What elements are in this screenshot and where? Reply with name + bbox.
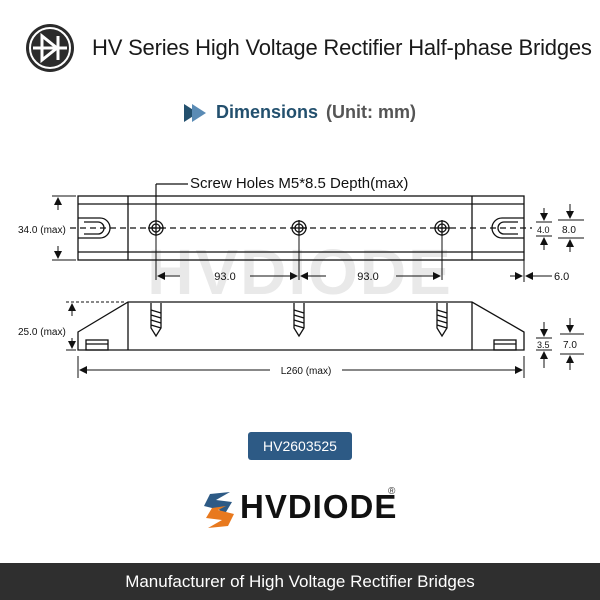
model-badge: HV2603525 <box>248 432 352 460</box>
height-side-label: 25.0 (max) <box>18 327 66 338</box>
dimension-drawing: HVDIODE <box>0 160 600 390</box>
footer-banner: Manufacturer of High Voltage Rectifier B… <box>0 563 600 600</box>
diode-symbol-icon <box>26 24 74 72</box>
height-top-label: 34.0 (max) <box>18 225 66 236</box>
watermark-text: HVDIODE <box>147 236 453 308</box>
dimensions-title: Dimensions <box>215 102 319 122</box>
thread-1 <box>150 303 162 338</box>
brand-logo: HVDIODE ® <box>200 486 400 536</box>
dim-base <box>536 318 584 370</box>
length-label: L260 (max) <box>281 366 332 377</box>
registered-mark: ® <box>388 486 396 497</box>
page-title: HV Series High Voltage Rectifier Half-ph… <box>92 35 592 60</box>
dimensions-unit: (Unit: mm) <box>326 102 416 122</box>
brand-name: HVDIODE <box>240 488 398 525</box>
dim-height-side <box>66 301 126 351</box>
dim-length <box>77 356 525 378</box>
screw-holes-callout: Screw Holes M5*8.5 Depth(max) <box>190 175 408 192</box>
dim-height-top <box>52 195 76 261</box>
side-view <box>77 301 525 351</box>
dim-end-offset <box>510 260 552 282</box>
end-offset-label: 6.0 <box>554 271 569 283</box>
top-view <box>70 195 532 261</box>
spacing-2-label: 93.0 <box>357 271 378 283</box>
drawing-svg: HVDIODE <box>18 175 584 378</box>
dimensions-heading: Dimensions (Unit: mm) <box>0 102 600 128</box>
spacing-1-label: 93.0 <box>214 271 235 283</box>
thread-3 <box>436 303 448 338</box>
dim-hole-slot <box>536 204 584 252</box>
thread-2 <box>293 303 305 338</box>
double-arrow-icon <box>183 103 206 122</box>
base-small-label: 3.5 <box>537 340 550 350</box>
hole-size-label: 4.0 <box>537 225 550 235</box>
brand-s-icon <box>204 492 234 528</box>
header: HV Series High Voltage Rectifier Half-ph… <box>0 22 600 78</box>
slot-size-label: 8.0 <box>562 225 576 236</box>
dim-spacing <box>155 236 443 280</box>
base-large-label: 7.0 <box>563 340 577 351</box>
